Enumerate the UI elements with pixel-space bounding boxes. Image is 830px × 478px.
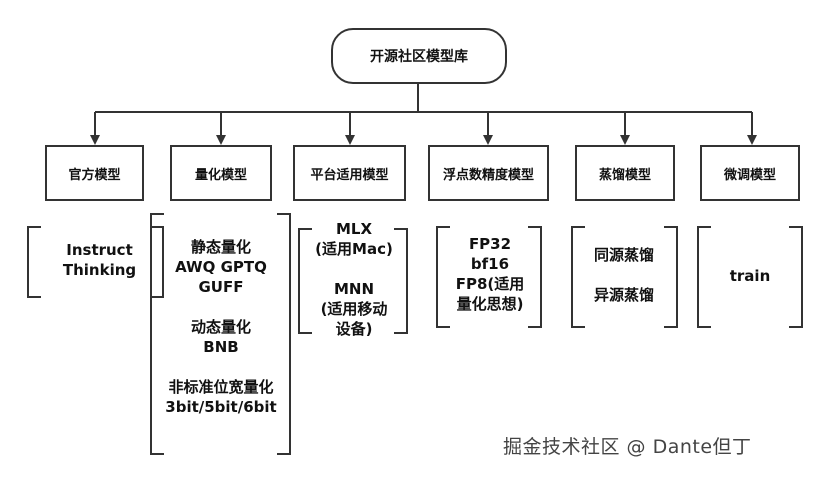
- bracket-left-finetune: [697, 226, 711, 328]
- detail-line: AWQ GPTQ: [175, 258, 267, 276]
- detail-line: (适用移动: [320, 300, 388, 318]
- detail-line: 设备): [335, 320, 373, 338]
- bracket-left-float: [436, 226, 450, 328]
- bracket-left-distill: [571, 226, 585, 328]
- detail-line: bf16: [470, 255, 510, 273]
- category-node-official: 官方模型: [45, 145, 144, 201]
- detail-line: 量化思想): [456, 295, 524, 313]
- detail-list-distillation: 同源蒸馏异源蒸馏: [575, 245, 673, 305]
- detail-list-quantized: 静态量化 AWQ GPTQ GUFF 动态量化 BNB 非标准位宽量化 3bit/5bit/…: [160, 237, 282, 417]
- category-node-platform: 平台适用模型: [293, 145, 406, 201]
- detail-line: 3bit/5bit/6bit: [165, 398, 277, 416]
- detail-line: MLX: [335, 220, 373, 238]
- detail-line: train: [729, 267, 771, 285]
- detail-line: 同源蒸馏: [593, 246, 654, 264]
- bracket-right-distill: [664, 226, 678, 328]
- detail-line: FP32: [468, 235, 512, 253]
- detail-line: Thinking: [62, 261, 137, 279]
- bracket-left-quantized: [150, 213, 164, 455]
- detail-list-finetune: train: [700, 266, 800, 286]
- category-node-quantized: 量化模型: [170, 145, 272, 201]
- detail-line: BNB: [203, 338, 239, 356]
- bracket-left-platform: [298, 228, 312, 334]
- detail-line: Instruct: [66, 241, 133, 259]
- category-node-finetune: 微调模型: [700, 145, 800, 201]
- detail-line: FP8(适用: [455, 275, 525, 293]
- bracket-right-platform: [394, 228, 408, 334]
- bracket-left-official: [27, 226, 41, 298]
- detail-line: 异源蒸馏: [593, 286, 654, 304]
- detail-list-platform: MLX (适用Mac) MNN (适用移动设备): [300, 219, 408, 339]
- category-node-distillation: 蒸馏模型: [575, 145, 675, 201]
- detail-line: 静态量化: [190, 238, 251, 256]
- bracket-right-float: [528, 226, 542, 328]
- detail-line: MNN: [333, 280, 375, 298]
- detail-line: GUFF: [198, 278, 244, 296]
- root-node: 开源社区模型库: [331, 28, 507, 84]
- detail-line: 动态量化: [190, 318, 251, 336]
- bracket-right-finetune: [789, 226, 803, 328]
- watermark-text: 掘金技术社区 @ Dante但丁: [503, 436, 752, 458]
- detail-line: (适用Mac): [315, 240, 393, 258]
- detail-line: 非标准位宽量化: [168, 378, 274, 396]
- bracket-right-quantized: [277, 213, 291, 455]
- bracket-right-official: [150, 226, 164, 298]
- category-node-float-precision: 浮点数精度模型: [428, 145, 549, 201]
